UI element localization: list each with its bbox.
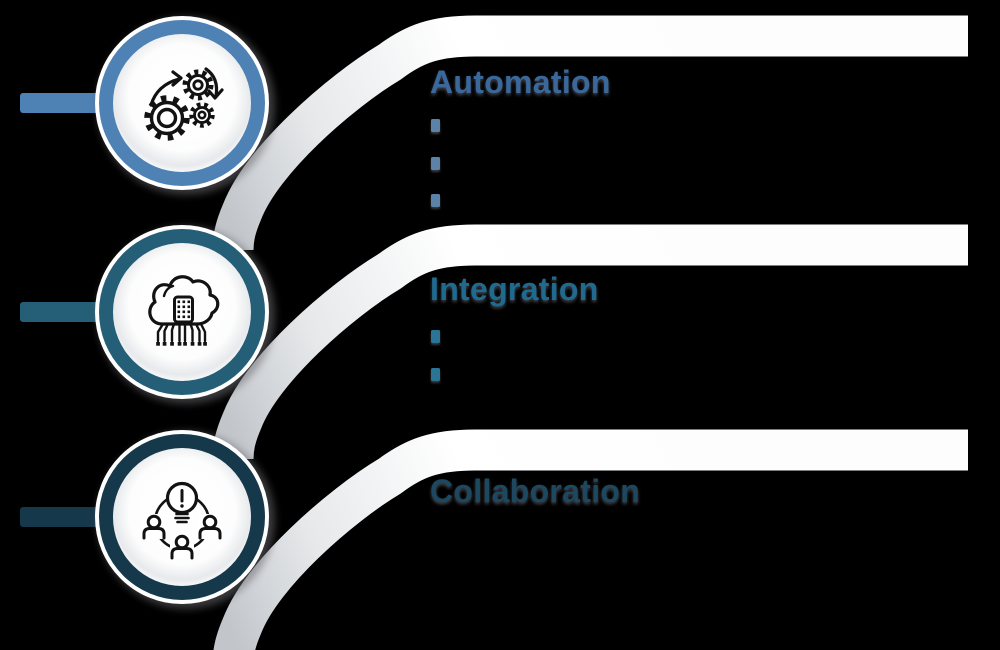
row-integration bbox=[20, 224, 968, 460]
connector-stub bbox=[20, 507, 108, 527]
collaboration-title: Collaboration bbox=[430, 473, 641, 509]
cloud-circuit-integration-icon bbox=[148, 275, 220, 346]
bullet-marker bbox=[431, 368, 440, 381]
swoosh-ribbon bbox=[212, 224, 968, 460]
bullet-marker bbox=[431, 330, 440, 343]
bullet-marker bbox=[431, 119, 440, 132]
integration-title: Integration bbox=[430, 271, 599, 307]
swoosh-ribbon bbox=[213, 429, 968, 650]
team-idea-collaboration-icon bbox=[142, 481, 222, 560]
automation-title: Automation bbox=[430, 64, 611, 100]
bullet-marker bbox=[431, 194, 440, 207]
swoosh-ribbon bbox=[212, 15, 968, 251]
row-automation bbox=[20, 15, 968, 251]
connector-stub bbox=[20, 93, 108, 113]
automation-badge bbox=[95, 16, 275, 195]
gears-automation-icon bbox=[144, 67, 224, 141]
bullet-marker bbox=[431, 157, 440, 170]
row-collaboration bbox=[20, 429, 968, 650]
connector-stub bbox=[20, 302, 108, 322]
